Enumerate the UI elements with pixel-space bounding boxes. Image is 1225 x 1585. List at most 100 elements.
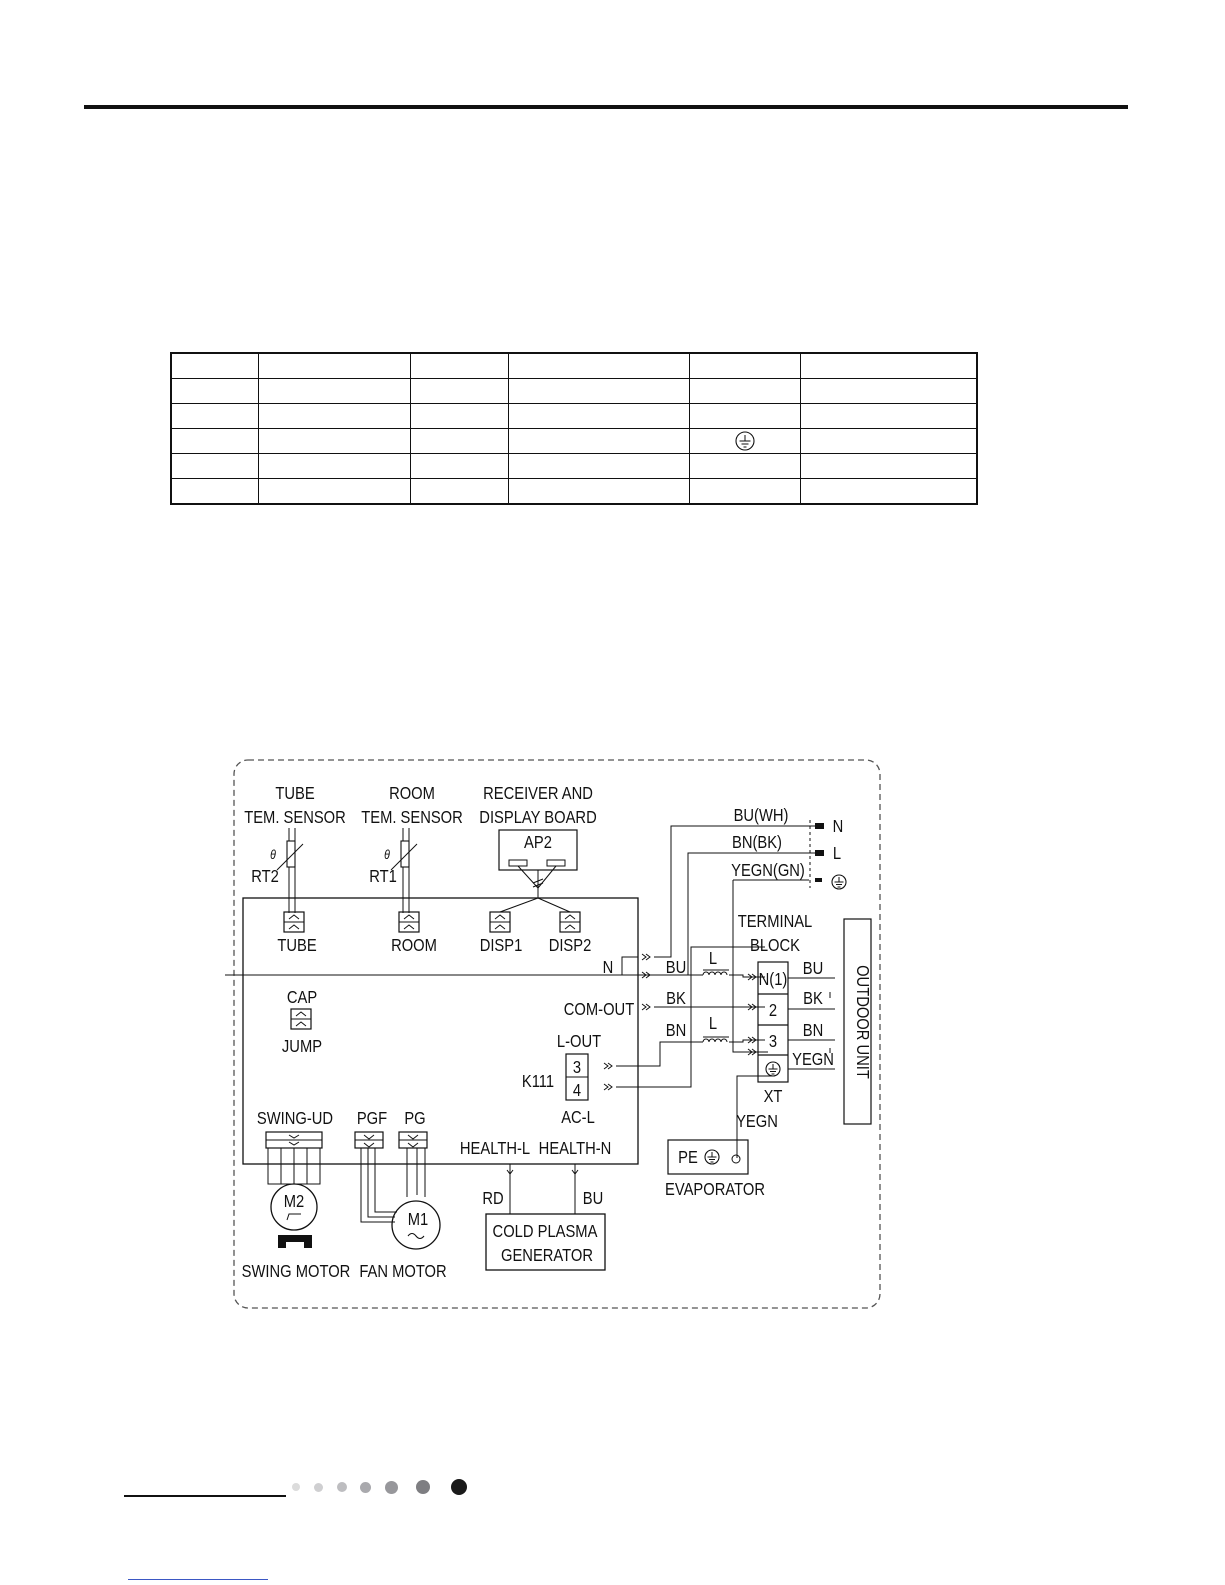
legend-cell (170, 453, 259, 479)
receiver-board-label-2: DISPLAY BOARD (479, 808, 597, 828)
legend-cell (799, 478, 978, 505)
cold-plasma-label-2: GENERATOR (501, 1246, 593, 1266)
out-yegn-label: YEGN (792, 1050, 834, 1070)
pgf-connector-icon (354, 1131, 384, 1149)
wire-bk-label: BK (666, 989, 686, 1009)
m2-label: M2 (284, 1192, 304, 1212)
pgf-label: PGF (357, 1109, 387, 1129)
disp2-connector-icon (559, 911, 581, 933)
legend-cell (799, 453, 978, 479)
legend-cell (409, 428, 509, 454)
n-label: N (603, 958, 614, 978)
out-bn-label: BN (803, 1021, 823, 1041)
legend-cell (409, 478, 509, 505)
yegn-label: YEGN (736, 1112, 778, 1132)
legend-cell (688, 478, 801, 505)
room-sensor-label-2: TEM. SENSOR (361, 808, 463, 828)
k111-label: K111 (522, 1072, 554, 1092)
ground-icon (734, 431, 755, 451)
health-n-label: HEALTH-N (539, 1139, 612, 1159)
legend-cell (688, 403, 801, 429)
evaporator-label: EVAPORATOR (665, 1180, 765, 1200)
progress-dot (314, 1482, 323, 1492)
tube-sensor-label-1: TUBE (275, 784, 314, 804)
cold-plasma-generator (485, 1213, 606, 1271)
swing-ud-label: SWING-UD (257, 1109, 333, 1129)
legend-row (170, 378, 978, 404)
legend-row (170, 453, 978, 479)
outdoor-unit-label: OUTDOOR UNIT (853, 965, 873, 1079)
disp1-connector-label: DISP1 (480, 936, 523, 956)
legend-cell (170, 478, 259, 505)
legend-cell (257, 403, 411, 429)
legend-table (170, 352, 978, 505)
legend-cell (257, 478, 411, 505)
legend-cell (688, 352, 801, 379)
fan-motor-label: FAN MOTOR (359, 1262, 446, 1282)
legend-cell (507, 378, 690, 404)
legend-row (170, 352, 978, 379)
legend-cell (170, 378, 259, 404)
receiver-board-label-1: RECEIVER AND (483, 784, 593, 804)
swing-motor-mount-icon (278, 1235, 312, 1248)
legend-cell (170, 403, 259, 429)
terminal-block-label-1: TERMINAL (738, 912, 813, 932)
yegn-gn-label: YEGN(GN) (731, 861, 805, 881)
outdoor-unit-box (843, 918, 872, 1125)
tb-n1-label: N(1) (759, 970, 788, 990)
legend-cell (799, 428, 978, 454)
inductor-n-icon (702, 971, 728, 976)
l-out-label: L-OUT (557, 1032, 601, 1052)
wiring-diagram: TUBE TEM. SENSOR ROOM TEM. SENSOR RECEIV… (225, 759, 881, 1309)
legend-cell (507, 428, 690, 454)
m1-label: M1 (408, 1210, 428, 1230)
rd-label: RD (482, 1189, 503, 1209)
m2-swing-motor-icon (270, 1183, 318, 1231)
swing-motor-wires (267, 1147, 321, 1185)
pg-label: PG (404, 1109, 425, 1129)
legend-cell (507, 352, 690, 379)
indoor-unit-enclosure (233, 759, 881, 1309)
pe-ground-icon (704, 1149, 720, 1165)
legend-cell (409, 378, 509, 404)
progress-dot (337, 1482, 347, 1492)
footer-rule (124, 1495, 286, 1497)
main-control-board (242, 897, 639, 1165)
legend-row (170, 478, 978, 505)
legend-cell (409, 403, 509, 429)
legend-cell (257, 428, 411, 454)
fan-motor-wires (360, 1148, 426, 1223)
pe-label: PE (678, 1148, 698, 1168)
out-bu-label: BU (803, 959, 823, 979)
rt2-thermistor-icon (276, 828, 304, 913)
supply-ground-icon (831, 874, 847, 890)
room-sensor-label-1: ROOM (389, 784, 435, 804)
jump-connector-icon (290, 1008, 312, 1030)
tube-sensor-label-2: TEM. SENSOR (244, 808, 346, 828)
disp2-connector-label: DISP2 (549, 936, 592, 956)
inductor-l-label-1: L (709, 949, 717, 969)
health-l-label: HEALTH-L (460, 1139, 530, 1159)
wire-bu-label: BU (666, 958, 686, 978)
legend-cell (507, 478, 690, 505)
room-connector-label: ROOM (391, 936, 437, 956)
progress-dot (451, 1479, 467, 1495)
legend-cell (507, 403, 690, 429)
tube-connector-icon (283, 911, 305, 933)
ap2-display-board (498, 829, 578, 913)
progress-dot (416, 1480, 430, 1494)
terminal-block-xt (757, 961, 789, 1083)
theta-label-2: θ (384, 847, 390, 862)
room-connector-icon (398, 911, 420, 933)
legend-cell (688, 453, 801, 479)
supply-wiring (225, 820, 822, 1088)
tb-2-label: 2 (769, 1001, 777, 1021)
top-rule (84, 105, 1128, 109)
supply-l-label: L (833, 844, 841, 864)
bn-bk-label: BN(BK) (732, 833, 782, 853)
disp1-connector-icon (489, 911, 511, 933)
cap-label: CAP (287, 988, 317, 1008)
progress-dot (292, 1483, 300, 1491)
k111-pin4: 4 (573, 1081, 581, 1101)
xt-label: XT (764, 1087, 783, 1107)
